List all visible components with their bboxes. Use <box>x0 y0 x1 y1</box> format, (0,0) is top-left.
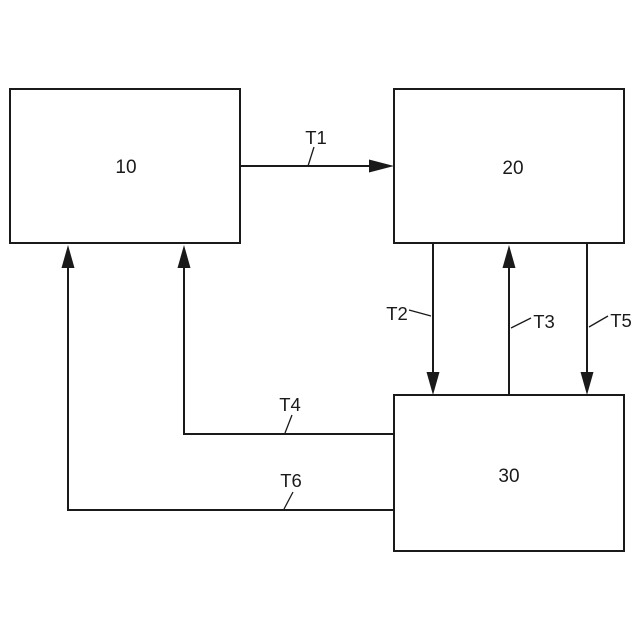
arrow-t6: T6 <box>61 245 394 511</box>
label-t2-leader <box>408 309 432 317</box>
label-t1: T1 <box>305 127 327 148</box>
arrow-t3-head <box>502 245 516 268</box>
label-t3-leader <box>510 317 532 329</box>
arrow-t3: T3 <box>502 245 555 394</box>
arrow-t5: T5 <box>580 244 632 395</box>
label-t6: T6 <box>280 470 302 491</box>
arrow-t6-head <box>61 245 75 268</box>
arrow-t1-head <box>369 159 394 173</box>
arrow-t6-line <box>67 267 394 511</box>
label-t1-leader <box>307 146 315 167</box>
label-t4: T4 <box>279 394 301 415</box>
arrow-t4-line <box>183 267 394 435</box>
label-t4-leader <box>284 414 293 434</box>
box-20-label: 20 <box>502 158 523 179</box>
arrow-t2-head <box>426 372 440 395</box>
arrow-t4-head <box>177 245 191 268</box>
box-30-label: 30 <box>498 466 519 487</box>
arrow-t1: T1 <box>240 127 394 173</box>
label-t2: T2 <box>386 303 408 324</box>
box-20 <box>393 88 625 244</box>
box-10 <box>9 88 241 244</box>
label-t6-leader <box>283 491 294 510</box>
label-t3: T3 <box>533 311 555 332</box>
label-t5: T5 <box>610 310 632 331</box>
arrow-t4: T4 <box>177 245 394 435</box>
arrow-t5-head <box>580 372 594 395</box>
box-30 <box>393 394 625 552</box>
label-t5-leader <box>588 315 609 328</box>
box-10-label: 10 <box>115 157 136 178</box>
arrow-t2: T2 <box>386 244 440 395</box>
